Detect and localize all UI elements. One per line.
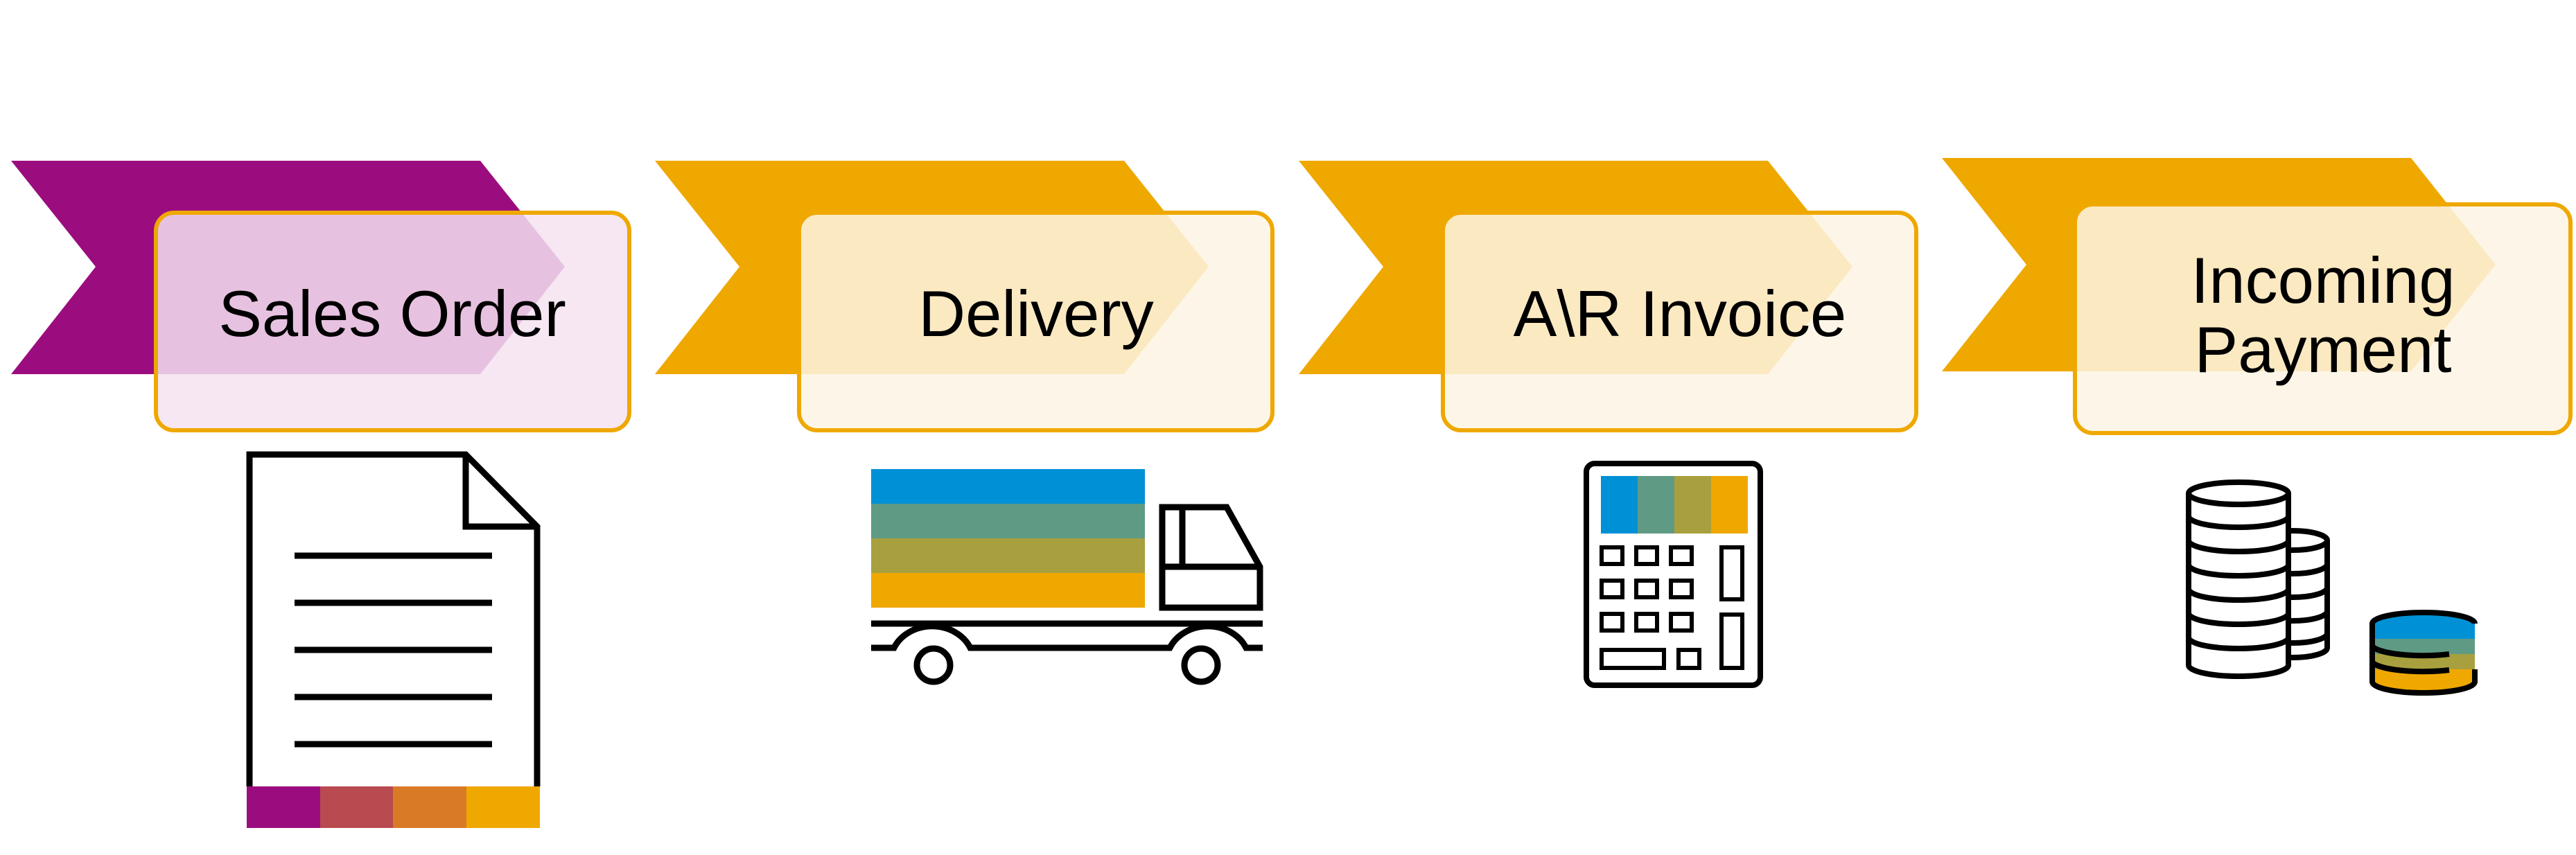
step-ar-invoice: A\R Invoice (1299, 161, 1918, 432)
incoming-payment-box (2073, 202, 2573, 435)
document-icon (246, 451, 541, 786)
sales-order-label: Sales Order (218, 277, 566, 350)
incoming-payment-label-line-2: Payment (2195, 313, 2452, 386)
delivery-box (797, 211, 1274, 432)
coins-icon (2186, 479, 2478, 696)
step-sales-order: Sales Order (11, 161, 631, 432)
ar-invoice-label: A\R Invoice (1514, 277, 1847, 350)
truck-icon (871, 469, 1263, 685)
sales-order-box (154, 211, 631, 432)
colored-coin-stack (2369, 610, 2478, 696)
step-incoming-payment: Incoming Payment (1942, 158, 2573, 435)
calculator-icon (1584, 461, 1763, 688)
ar-invoice-box (1441, 211, 1918, 432)
step-delivery: Delivery (655, 161, 1274, 432)
document-color-band (247, 786, 540, 828)
delivery-label: Delivery (918, 277, 1154, 350)
incoming-payment-label-line-1: Incoming (2191, 244, 2455, 317)
